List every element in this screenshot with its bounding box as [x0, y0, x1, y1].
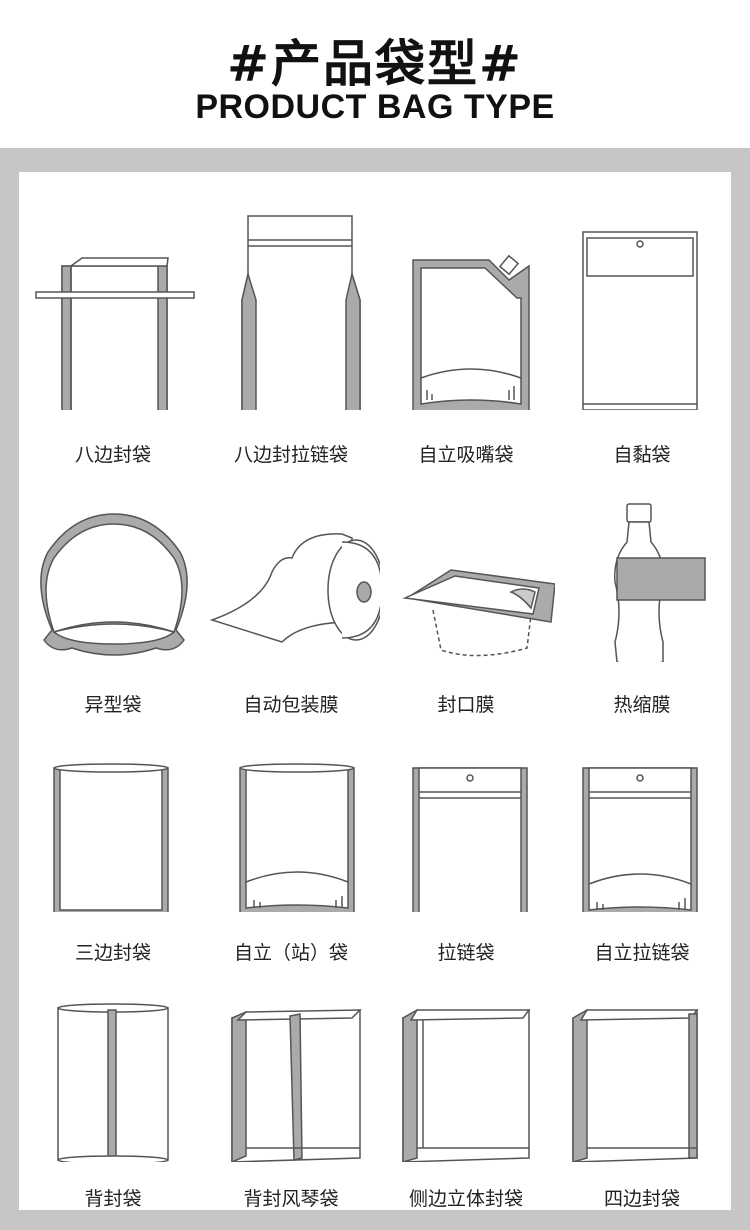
bag-label: 八边封袋	[74, 444, 151, 466]
bag-label: 自黏袋	[613, 444, 671, 466]
film-roll-icon	[209, 533, 380, 643]
page-subtitle: PRODUCT BAG TYPE	[195, 88, 555, 126]
bag-item: 封口膜	[377, 462, 555, 716]
self-adhesive-bag-icon	[582, 231, 698, 410]
bag-label: 侧边立体封袋	[408, 1188, 523, 1210]
bag-item: 自黏袋	[553, 210, 731, 466]
bag-item: 拉链袋	[377, 712, 555, 964]
bag-label: 自动包装膜	[243, 694, 339, 716]
bag-label: 封口膜	[437, 694, 495, 716]
side-gusset-bag-icon	[402, 1008, 531, 1162]
bag-label: 拉链袋	[437, 942, 495, 964]
stand-up-zipper-bag-icon	[582, 767, 698, 912]
shaped-bag-icon	[40, 513, 188, 656]
stand-up-pouch-icon	[239, 763, 355, 912]
bag-label: 八边封拉链袋	[233, 444, 348, 466]
page-header: #产品袋型# PRODUCT BAG TYPE	[0, 0, 750, 148]
bag-item: 八边封拉链袋	[202, 210, 380, 466]
bag-item: 八边封袋	[24, 210, 202, 466]
bag-label: 异型袋	[84, 694, 142, 716]
bag-type-gallery: 八边封袋 八边封拉链袋 自立吸嘴袋	[19, 172, 731, 1210]
zipper-bag-icon	[412, 767, 528, 912]
bag-label: 自立（站）袋	[233, 942, 348, 964]
bag-item: 背封风琴袋	[202, 962, 380, 1210]
bag-label: 背封袋	[84, 1188, 142, 1210]
bag-item: 侧边立体封袋	[377, 962, 555, 1210]
back-seal-gusset-bag-icon	[231, 1009, 362, 1162]
bag-item: 自立吸嘴袋	[377, 210, 555, 466]
bag-item: 背封袋	[24, 962, 202, 1210]
bag-item: 自动包装膜	[202, 462, 380, 716]
eight-side-seal-bag-icon	[35, 257, 195, 410]
bag-label: 自立拉链袋	[594, 942, 690, 964]
bag-label: 自立吸嘴袋	[418, 444, 514, 466]
bag-label: 三边封袋	[74, 942, 151, 964]
bag-label: 背封风琴袋	[243, 1188, 339, 1210]
spout-pouch-icon	[412, 254, 530, 410]
bag-item: 异型袋	[24, 462, 202, 716]
bag-label: 四边封袋	[603, 1188, 680, 1210]
back-seal-bag-icon	[57, 1003, 169, 1162]
bag-item: 热缩膜	[553, 462, 731, 716]
bag-label: 热缩膜	[613, 694, 671, 716]
three-side-seal-bag-icon	[53, 763, 169, 912]
shrink-sleeve-bottle-icon	[614, 503, 706, 662]
eight-side-zipper-bag-icon	[241, 215, 361, 410]
bag-item: 自立拉链袋	[553, 712, 731, 964]
bag-item: 三边封袋	[24, 712, 202, 964]
lidding-film-icon	[402, 569, 555, 657]
page-title: #产品袋型#	[227, 35, 523, 93]
bag-item: 四边封袋	[553, 962, 731, 1210]
four-side-seal-bag-icon	[572, 1008, 699, 1162]
bag-item: 自立（站）袋	[202, 712, 380, 964]
